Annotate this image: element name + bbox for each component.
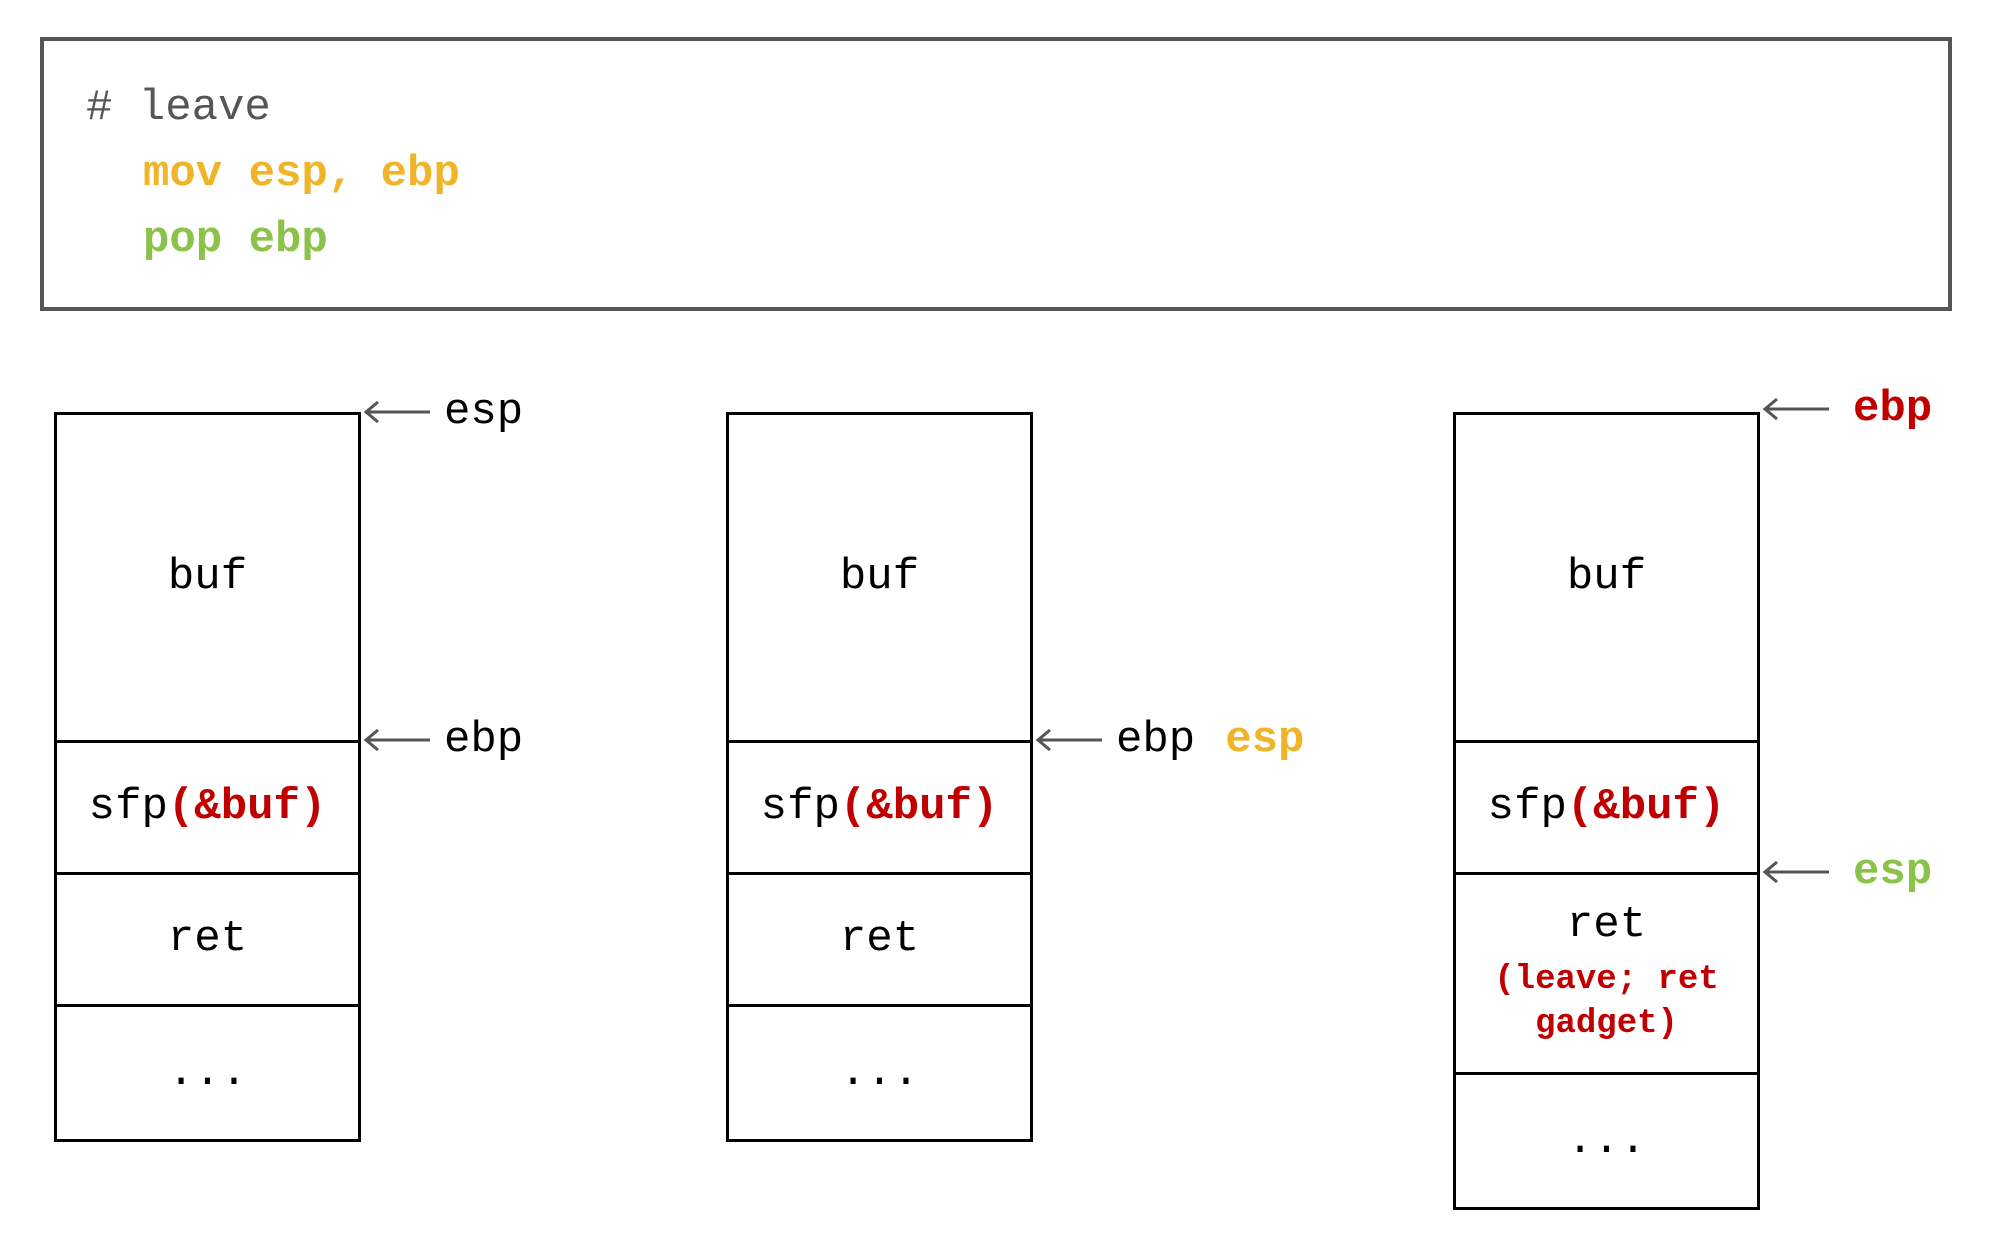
cell-sfp-label: sfp [1487, 782, 1567, 833]
cell-dots-label: ... [1566, 1115, 1647, 1166]
cell-ret-note-line2: gadget) [1535, 1004, 1678, 1043]
code-mov-line: mov esp, ebp [143, 149, 460, 199]
cell-dots-label: ... [839, 1047, 920, 1098]
cell-sfp-label: sfp [760, 782, 840, 833]
cell-sfp-value: (&buf) [839, 782, 999, 833]
cell-ret-label: ret [167, 914, 248, 965]
cell-ret-label: ret [1566, 900, 1647, 951]
pointer-ebp-label: ebp [1116, 715, 1196, 765]
cell-ret-label: ret [839, 914, 920, 965]
cell-ret: ret [57, 875, 358, 1007]
pointer-esp: esp [1761, 847, 1932, 897]
cell-buf: buf [729, 415, 1030, 743]
cell-dots-label: ... [167, 1047, 248, 1098]
cell-sfp: sfp(&buf) [1456, 743, 1757, 875]
cell-buf: buf [1456, 415, 1757, 743]
cell-sfp: sfp(&buf) [729, 743, 1030, 875]
pointer-ebp-label: ebp [1853, 384, 1933, 434]
cell-ret: ret [729, 875, 1030, 1007]
stack-diagram-after-mov: buf sfp(&buf) ret ... [726, 412, 1033, 1142]
cell-buf-label: buf [1566, 552, 1647, 603]
code-comment: # leave [86, 83, 271, 133]
arrow-left-icon [1762, 860, 1829, 884]
cell-buf: buf [57, 415, 358, 743]
pointer-ebp: ebp [362, 715, 523, 765]
cell-sfp: sfp(&buf) [57, 743, 358, 875]
cell-buf-label: buf [167, 552, 248, 603]
cell-sfp-value: (&buf) [1566, 782, 1726, 833]
stack-diagram-after-pop: buf sfp(&buf) ret (leave; ret gadget) ..… [1453, 412, 1760, 1210]
arrow-left-icon [363, 728, 430, 752]
pointer-ebp-label: ebp [444, 715, 524, 765]
cell-sfp-label: sfp [88, 782, 168, 833]
cell-ret: ret (leave; ret gadget) [1456, 875, 1757, 1075]
cell-ret-note-line1: (leave; ret [1494, 960, 1719, 999]
cell-sfp-value: (&buf) [167, 782, 327, 833]
cell-dots: ... [729, 1007, 1030, 1139]
pointer-ebp-esp: ebp esp [1034, 715, 1304, 765]
pointer-esp: esp [362, 387, 523, 437]
arrow-left-icon [1762, 397, 1829, 421]
pointer-esp-label: esp [444, 387, 524, 437]
cell-dots: ... [57, 1007, 358, 1139]
cell-buf-label: buf [839, 552, 920, 603]
pointer-ebp: ebp [1761, 384, 1932, 434]
cell-dots: ... [1456, 1075, 1757, 1207]
arrow-left-icon [363, 400, 430, 424]
stack-diagram-initial: buf sfp(&buf) ret ... [54, 412, 361, 1142]
code-pop-line: pop ebp [143, 215, 328, 265]
code-box: # leave mov esp, ebp pop ebp [40, 37, 1952, 311]
pointer-esp-label: esp [1853, 847, 1933, 897]
arrow-left-icon [1035, 728, 1102, 752]
pointer-esp-label: esp [1225, 715, 1305, 765]
